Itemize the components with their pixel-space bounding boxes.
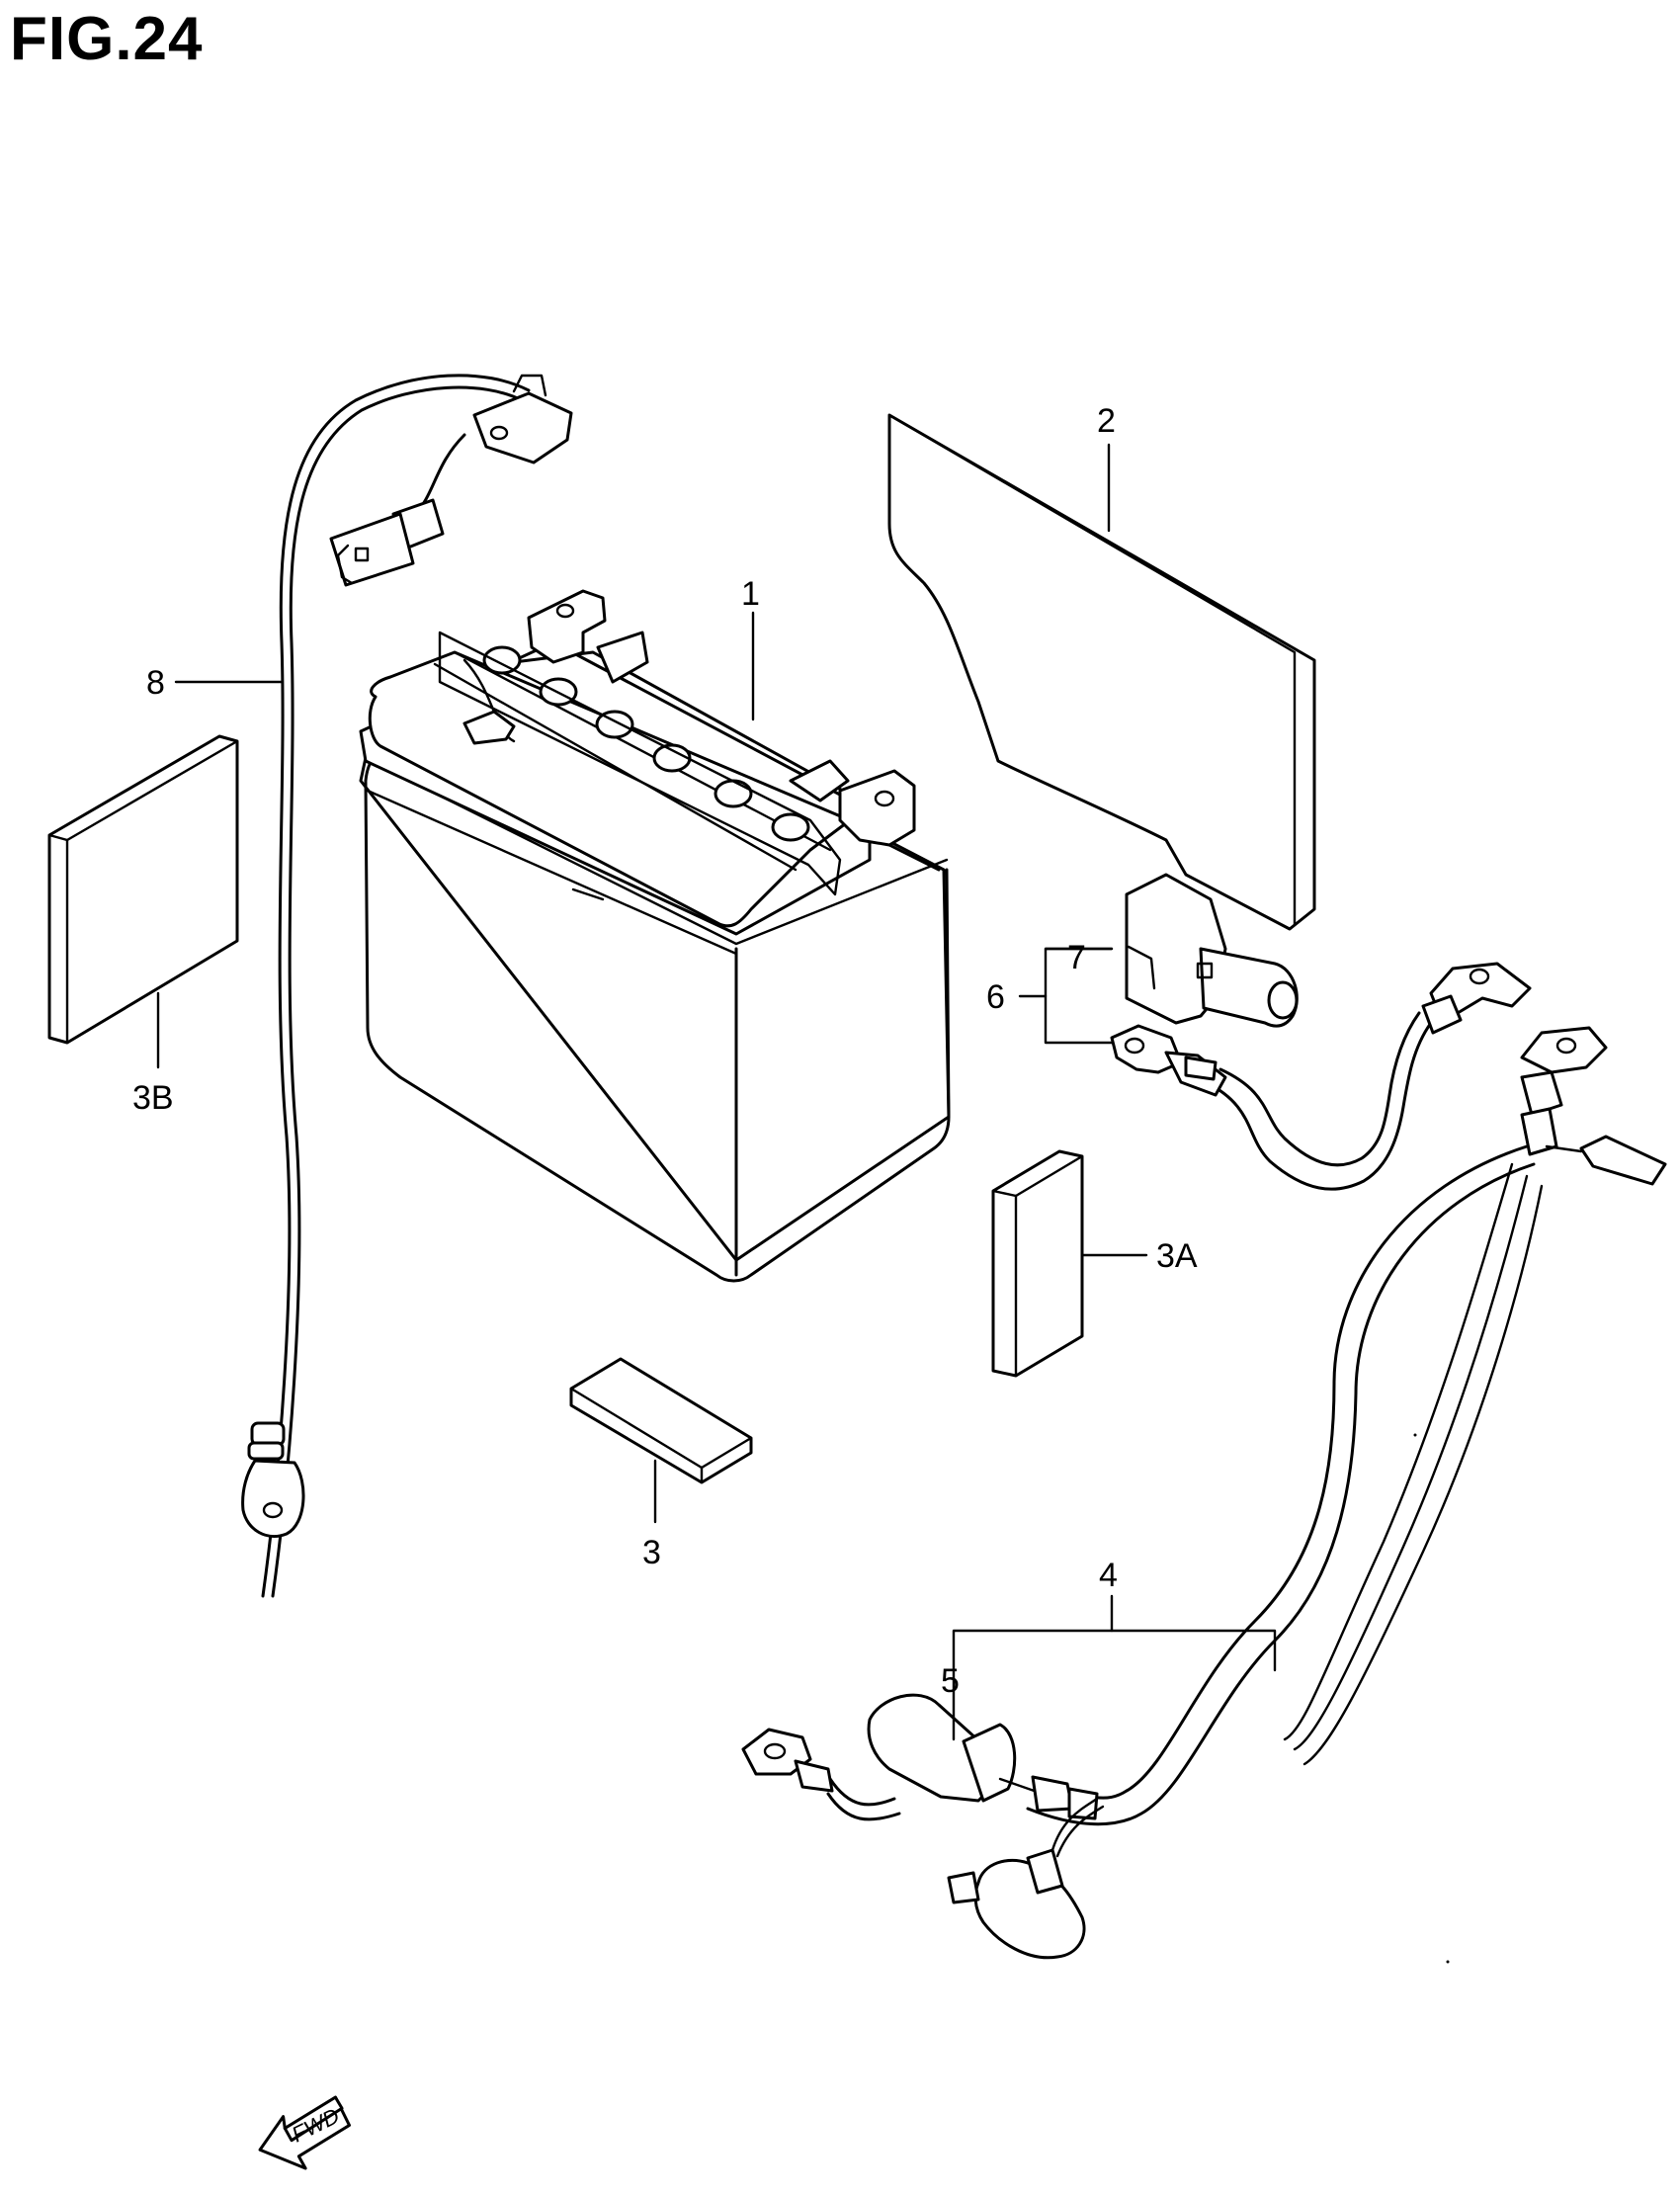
part-4-starter-cable: 4 5 <box>741 1026 1667 1960</box>
part-8-lead-wire: 8 <box>146 374 573 1598</box>
fwd-arrow: FWD <box>258 2095 351 2170</box>
callout-8: 8 <box>146 664 165 702</box>
part-7-terminal-cover: 7 <box>1044 873 1299 1028</box>
callout-1: 1 <box>741 575 760 613</box>
callout-2: 2 <box>1097 402 1116 440</box>
figure-title: FIG.24 <box>10 5 204 73</box>
callout-3a: 3A <box>1156 1237 1198 1275</box>
callout-7: 7 <box>1067 939 1086 976</box>
callout-6: 6 <box>986 978 1005 1016</box>
callout-3: 3 <box>642 1534 661 1571</box>
part-2-plate: 2 <box>887 402 1316 931</box>
callout-5: 5 <box>941 1662 960 1700</box>
part-3B-pad: 3B <box>47 734 239 1117</box>
callout-4: 4 <box>1099 1557 1118 1594</box>
callout-3b: 3B <box>132 1079 174 1117</box>
part-3A-pad: 3A <box>991 1149 1198 1378</box>
part-1-battery: 1 <box>359 575 951 1283</box>
part-6-cable: 6 <box>986 947 1532 1191</box>
part-3-pad: 3 <box>569 1357 753 1571</box>
